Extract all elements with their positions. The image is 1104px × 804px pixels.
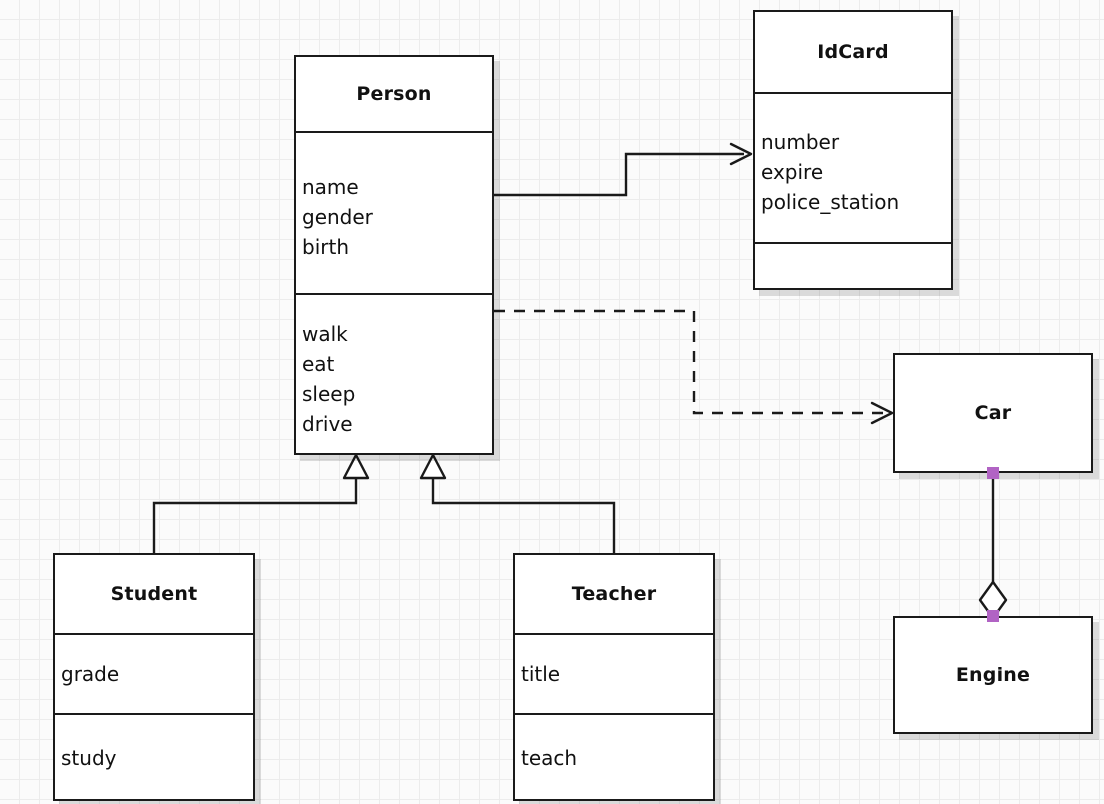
class-node-engine[interactable]: Engine bbox=[893, 616, 1093, 734]
attribute-item: grade bbox=[61, 662, 120, 686]
edge-teacher-person[interactable] bbox=[419, 453, 616, 553]
edge-endpoint-handle-car[interactable] bbox=[987, 467, 999, 479]
class-node-car[interactable]: Car bbox=[893, 353, 1093, 473]
class-node-teacher[interactable]: Teacher title teach bbox=[513, 553, 715, 801]
operation-item: study bbox=[61, 746, 117, 770]
class-name-label: Student bbox=[110, 583, 198, 605]
class-name-compartment: Teacher bbox=[515, 555, 713, 633]
class-name-compartment: Car bbox=[895, 355, 1091, 471]
class-name-compartment: IdCard bbox=[755, 12, 951, 92]
attribute-item: number bbox=[761, 130, 840, 154]
attributes-compartment: grade bbox=[55, 633, 253, 713]
class-name-label: Teacher bbox=[571, 583, 657, 605]
class-name-compartment: Person bbox=[296, 57, 492, 131]
edge-person-idcard[interactable] bbox=[494, 142, 753, 197]
attribute-item: birth bbox=[302, 235, 349, 259]
class-name-label: Car bbox=[974, 402, 1012, 424]
hollow-triangle-head-icon bbox=[342, 453, 370, 480]
operations-compartment: study bbox=[55, 713, 253, 801]
operation-item: drive bbox=[302, 412, 353, 436]
class-name-compartment: Engine bbox=[895, 618, 1091, 732]
attribute-item: name bbox=[302, 175, 359, 199]
class-name-compartment: Student bbox=[55, 555, 253, 633]
attributes-compartment: name gender birth bbox=[296, 131, 492, 293]
edge-car-engine[interactable] bbox=[978, 473, 1008, 620]
open-arrow-head-icon bbox=[729, 142, 753, 166]
attribute-item: title bbox=[521, 662, 561, 686]
edge-endpoint-handle-engine[interactable] bbox=[987, 610, 999, 622]
attributes-compartment: number expire police_station bbox=[755, 92, 951, 242]
operations-compartment: walk eat sleep drive bbox=[296, 293, 492, 455]
operations-compartment: teach bbox=[515, 713, 713, 801]
attribute-item: gender bbox=[302, 205, 373, 229]
hollow-triangle-head-icon bbox=[419, 453, 447, 480]
class-node-student[interactable]: Student grade study bbox=[53, 553, 255, 801]
edge-student-person[interactable] bbox=[152, 453, 370, 553]
class-node-person[interactable]: Person name gender birth walk eat sleep … bbox=[294, 55, 494, 455]
open-arrow-head-icon bbox=[870, 401, 894, 425]
class-node-idcard[interactable]: IdCard number expire police_station bbox=[753, 10, 953, 290]
attribute-item: expire bbox=[761, 160, 824, 184]
edge-person-car[interactable] bbox=[494, 309, 894, 425]
operation-item: eat bbox=[302, 352, 335, 376]
operations-compartment bbox=[755, 242, 951, 292]
operation-item: teach bbox=[521, 746, 578, 770]
class-name-label: Person bbox=[356, 83, 432, 105]
class-name-label: IdCard bbox=[817, 41, 889, 63]
class-name-label: Engine bbox=[955, 664, 1031, 686]
attribute-item: police_station bbox=[761, 190, 900, 214]
attributes-compartment: title bbox=[515, 633, 713, 713]
operation-item: sleep bbox=[302, 382, 356, 406]
operation-item: walk bbox=[302, 322, 348, 346]
